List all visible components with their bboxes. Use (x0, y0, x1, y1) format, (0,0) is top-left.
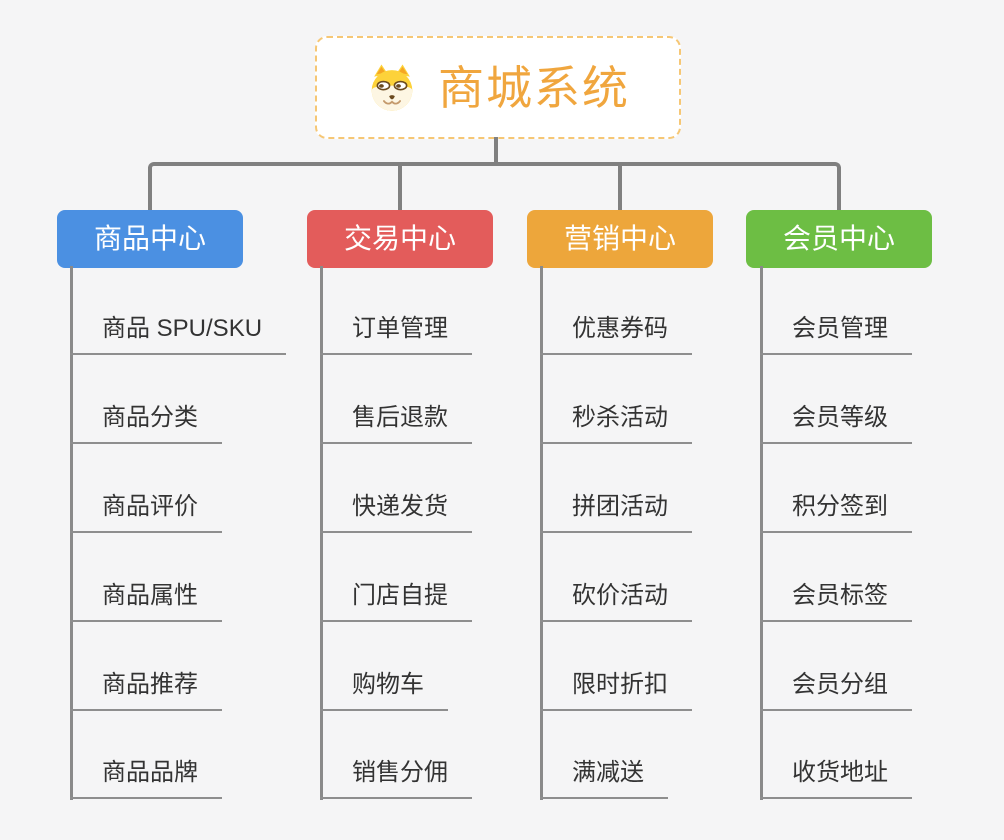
leaf-node[interactable]: 砍价活动 (540, 580, 692, 622)
connector-drop-trade (398, 164, 402, 212)
leaf-node[interactable]: 快递发货 (320, 491, 472, 533)
branch-spine-member (760, 266, 763, 800)
branch-label: 商品中心 (93, 223, 206, 254)
leaf-node[interactable]: 商品 SPU/SKU (70, 313, 287, 355)
leaf-node[interactable]: 满减送 (540, 757, 668, 799)
leaf-node[interactable]: 订单管理 (320, 313, 472, 355)
leaf-node[interactable]: 售后退款 (320, 402, 472, 444)
branch-node-trade-center[interactable]: 交易中心 (307, 210, 493, 268)
leaf-node[interactable]: 会员分组 (760, 669, 912, 711)
leaf-node[interactable]: 收货地址 (760, 757, 912, 799)
branch-node-member-center[interactable]: 会员中心 (746, 210, 932, 268)
leaf-node[interactable]: 会员管理 (760, 313, 912, 355)
leaf-node[interactable]: 拼团活动 (540, 491, 692, 533)
leaf-node[interactable]: 门店自提 (320, 580, 472, 622)
connector-bus (148, 162, 841, 212)
leaf-node[interactable]: 限时折扣 (540, 669, 692, 711)
connector-drop-marketing (618, 164, 622, 212)
doge-icon (366, 62, 418, 114)
connector-root-drop (494, 137, 498, 164)
branch-label: 营销中心 (563, 223, 676, 254)
leaf-node[interactable]: 会员标签 (760, 580, 912, 622)
branch-node-product-center[interactable]: 商品中心 (57, 210, 243, 268)
root-node-mall-system[interactable]: 商城系统 (315, 36, 681, 139)
leaf-node[interactable]: 秒杀活动 (540, 402, 692, 444)
branch-node-marketing-center[interactable]: 营销中心 (527, 210, 713, 268)
root-title: 商城系统 (438, 61, 630, 114)
leaf-node[interactable]: 销售分佣 (320, 757, 472, 799)
leaf-node[interactable]: 商品属性 (70, 580, 222, 622)
leaf-node[interactable]: 商品评价 (70, 491, 222, 533)
branch-spine-marketing (540, 266, 543, 800)
leaf-node[interactable]: 商品推荐 (70, 669, 222, 711)
branch-spine-trade (320, 266, 323, 800)
branch-label: 交易中心 (343, 223, 456, 254)
leaf-node[interactable]: 商品品牌 (70, 757, 222, 799)
leaf-node[interactable]: 优惠券码 (540, 313, 692, 355)
leaf-node[interactable]: 会员等级 (760, 402, 912, 444)
leaf-node[interactable]: 商品分类 (70, 402, 222, 444)
branch-spine-product (70, 266, 73, 800)
leaf-node[interactable]: 购物车 (320, 669, 448, 711)
leaf-node[interactable]: 积分签到 (760, 491, 912, 533)
branch-label: 会员中心 (782, 223, 895, 254)
